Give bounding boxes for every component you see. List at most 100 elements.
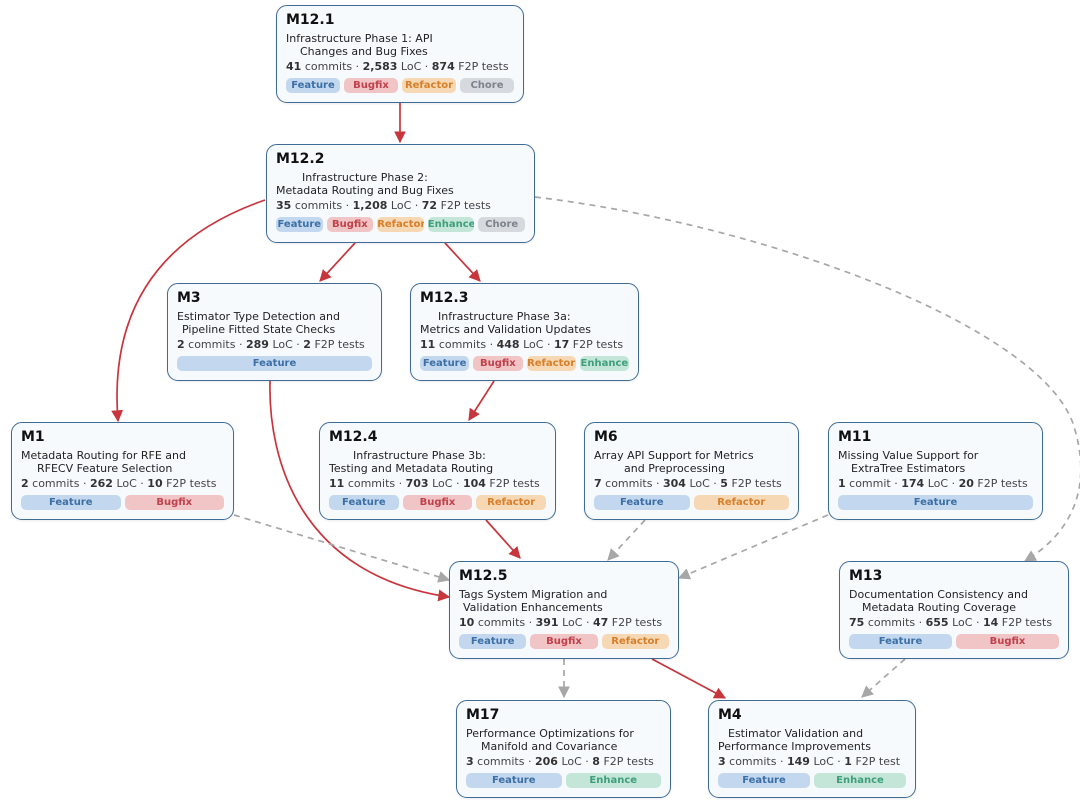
tag-refactor[interactable]: Refactor — [601, 634, 669, 649]
tag-refactor[interactable]: Refactor — [402, 78, 456, 93]
tag-feature[interactable]: Feature — [466, 773, 562, 788]
tag-refactor[interactable]: Refactor — [526, 356, 576, 371]
tag-enhance[interactable]: Enhance — [565, 773, 661, 788]
tag-enhance[interactable]: Enhance — [579, 356, 629, 371]
milestone-stats: 35 commits · 1,208 LoC · 72 F2P tests — [276, 198, 525, 213]
commit-count: 75 — [849, 616, 865, 629]
tag-bugfix[interactable]: Bugfix — [473, 356, 523, 371]
test-count: 10 — [147, 477, 163, 490]
stats-separator: · — [585, 616, 590, 629]
loc-count: 448 — [496, 338, 520, 351]
test-count: 874 — [431, 60, 455, 73]
loc-label: LoC — [689, 477, 710, 490]
tag-bugfix[interactable]: Bugfix — [124, 495, 224, 510]
test-count: 14 — [982, 616, 999, 629]
edge-m1-to-m12-5 — [233, 514, 451, 583]
commit-count-label: commits — [867, 616, 916, 629]
milestone-stats: 2 commits · 262 LoC · 10 F2P tests — [21, 476, 224, 491]
tag-list: Feature Bugfix — [849, 634, 1059, 649]
tag-feature[interactable]: Feature — [594, 495, 690, 510]
commit-count-label: commits — [477, 616, 526, 629]
tag-feature[interactable]: Feature — [177, 356, 372, 371]
milestone-stats: 2 commits · 289 LoC · 2 F2P tests — [177, 337, 372, 352]
tag-feature[interactable]: Feature — [286, 78, 340, 93]
tag-enhance[interactable]: Enhance — [427, 217, 475, 232]
tag-bugfix[interactable]: Bugfix — [402, 495, 473, 510]
test-count-label: F2P tests — [611, 616, 663, 629]
commit-count: 1 — [838, 477, 846, 490]
milestone-id: M12.1 — [286, 12, 335, 28]
stats-separator: · — [951, 477, 956, 490]
tag-bugfix[interactable]: Bugfix — [326, 217, 374, 232]
stats-separator: · — [140, 477, 144, 490]
tag-feature[interactable]: Feature — [21, 495, 121, 510]
tag-enhance[interactable]: Enhance — [814, 773, 906, 788]
tag-chore[interactable]: Chore — [478, 217, 525, 232]
milestone-title-line: Changes and Bug Fixes — [300, 45, 428, 58]
milestone-id: M11 — [838, 429, 872, 445]
tag-feature[interactable]: Feature — [459, 634, 527, 649]
test-count: 1 — [844, 755, 852, 768]
tag-chore[interactable]: Chore — [460, 78, 514, 93]
stats-separator: · — [837, 755, 841, 768]
tag-feature[interactable]: Feature — [718, 773, 810, 788]
commit-count-label: commits — [729, 755, 777, 768]
tag-refactor[interactable]: Refactor — [377, 217, 424, 232]
stats-separator: · — [546, 338, 551, 351]
tag-bugfix[interactable]: Bugfix — [956, 634, 1059, 649]
commit-count: 7 — [594, 477, 602, 490]
loc-count: 655 — [925, 616, 949, 629]
milestone-stats: 75 commits · 655 LoC · 14 F2P tests — [849, 615, 1059, 630]
tag-feature[interactable]: Feature — [838, 495, 1033, 510]
loc-label: LoC — [562, 616, 583, 629]
stats-separator: · — [82, 477, 87, 490]
tag-feature[interactable]: Feature — [849, 634, 952, 649]
milestone-title-line: Estimator Validation and — [728, 727, 864, 740]
test-count: 72 — [421, 199, 438, 212]
tag-refactor[interactable]: Refactor — [476, 495, 547, 510]
tag-feature[interactable]: Feature — [329, 495, 399, 510]
tag-refactor[interactable]: Refactor — [693, 495, 789, 510]
test-count-label: F2P tests — [314, 338, 365, 351]
tag-feature[interactable]: Feature — [276, 217, 323, 232]
test-count-label: F2P tests — [166, 477, 217, 490]
test-count-label: F2P tests — [1001, 616, 1053, 629]
milestone-stats: 41 commits · 2,583 LoC · 874 F2P tests — [286, 59, 514, 74]
milestone-title: Infrastructure Phase 2:Metadata Routing … — [276, 171, 525, 197]
loc-label: LoC — [432, 477, 453, 490]
loc-count: 262 — [89, 477, 113, 490]
tag-feature[interactable]: Feature — [420, 356, 470, 371]
tag-bugfix[interactable]: Bugfix — [344, 78, 398, 93]
milestone-title-line: ExtraTree Estimators — [851, 462, 966, 475]
milestone-title-line: Infrastructure Phase 3a: — [438, 310, 571, 323]
stats-separator: · — [585, 755, 589, 768]
milestone-title-line: Infrastructure Phase 2: — [302, 171, 428, 184]
milestone-title-line: RFECV Feature Selection — [37, 462, 173, 475]
milestone-title-line: Array API Support for Metrics — [594, 449, 754, 462]
stats-separator: · — [355, 60, 360, 73]
milestone-id: M6 — [594, 429, 618, 445]
loc-label: LoC — [272, 338, 293, 351]
tag-bugfix[interactable]: Bugfix — [530, 634, 598, 649]
loc-label: LoC — [116, 477, 137, 490]
milestone-stats: 7 commits · 304 LoC · 5 F2P tests — [594, 476, 789, 491]
loc-label: LoC — [927, 477, 949, 490]
test-count-label: F2P tests — [603, 755, 654, 768]
